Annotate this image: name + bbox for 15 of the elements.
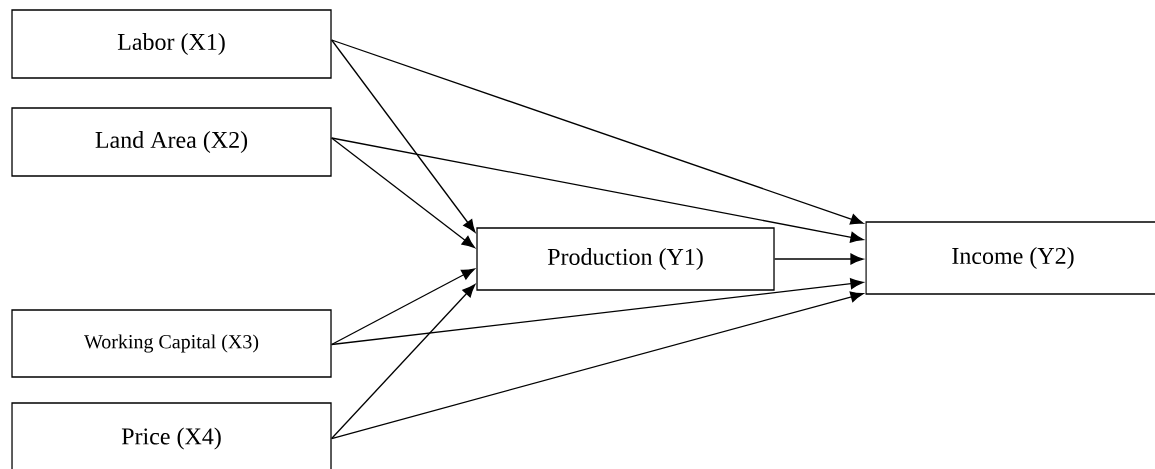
process-box: Labor (X1) (11, 9, 332, 79)
arrow (331, 268, 475, 346)
arrow (331, 284, 476, 440)
arrow (331, 39, 864, 225)
arrow (331, 278, 864, 346)
process-box: Production (Y1) (476, 227, 775, 291)
process-box: Land Area (X2) (11, 107, 332, 177)
process-box: Income (Y2) (865, 221, 1155, 295)
arrow (331, 39, 476, 233)
arrow (774, 253, 864, 265)
process-box: Price (X4) (11, 402, 332, 469)
arrow (331, 137, 475, 249)
arrow (331, 137, 864, 243)
process-box: Working Capital (X3) (11, 309, 332, 378)
arrow (331, 291, 864, 440)
